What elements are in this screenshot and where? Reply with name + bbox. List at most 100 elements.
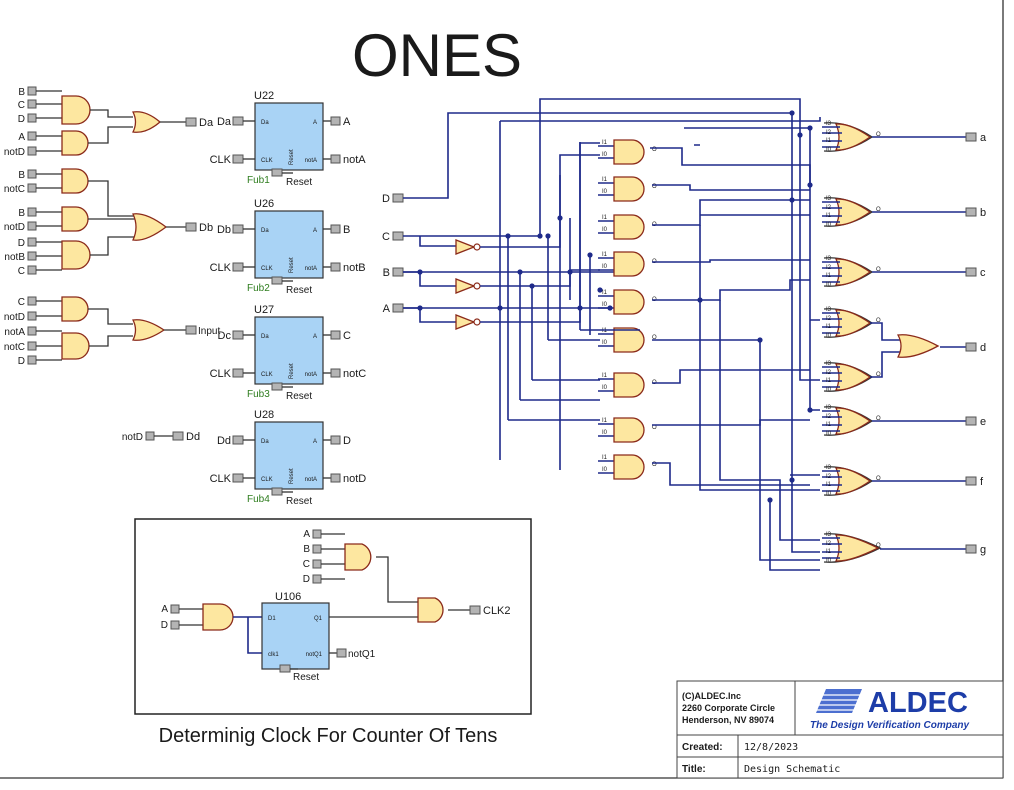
ff-notq-output-pin[interactable] <box>330 154 341 164</box>
input-pin-notc[interactable] <box>27 341 37 351</box>
ff-d-input-pin[interactable] <box>232 435 244 445</box>
clock2-input-pin-d[interactable] <box>170 620 180 630</box>
input-pin-d[interactable] <box>27 355 37 365</box>
flip-flop-body[interactable] <box>254 316 324 385</box>
segment-output-pin-g[interactable] <box>965 544 977 554</box>
input-pin-notd[interactable] <box>27 221 37 231</box>
and-gate[interactable] <box>61 206 89 232</box>
input-pin-notc[interactable] <box>27 183 37 193</box>
output-pin-da[interactable] <box>185 117 197 127</box>
ff-q-output-pin[interactable] <box>330 330 341 340</box>
and-gate[interactable] <box>613 454 645 480</box>
segment-output-pin-d[interactable] <box>965 342 977 352</box>
ff-d-input-pin[interactable] <box>232 330 244 340</box>
and-gate[interactable] <box>613 176 645 202</box>
ff-notq-output-pin[interactable] <box>330 262 341 272</box>
or-gate[interactable] <box>835 407 872 435</box>
notq1-pin[interactable] <box>336 648 347 658</box>
and-gate[interactable] <box>61 296 89 322</box>
and-gate[interactable] <box>61 168 89 194</box>
flip-flop-body[interactable] <box>254 102 324 171</box>
or-gate[interactable] <box>132 111 161 133</box>
or-gate[interactable] <box>132 319 166 341</box>
segment-output-pin-b[interactable] <box>965 207 977 217</box>
and-gate[interactable] <box>417 597 444 623</box>
or-gate[interactable] <box>132 213 168 241</box>
ff-reset-pin[interactable] <box>271 382 283 391</box>
decoder-input-pin-d[interactable] <box>392 193 404 203</box>
and-gate[interactable] <box>613 417 645 443</box>
and-gate[interactable] <box>613 139 645 165</box>
ff-q-output-pin[interactable] <box>330 116 341 126</box>
and-gate[interactable] <box>61 130 89 156</box>
or-gate[interactable] <box>835 198 872 226</box>
flip-flop-u106[interactable] <box>261 602 330 670</box>
ff-reset-pin[interactable] <box>271 487 283 496</box>
and-gate[interactable] <box>613 214 645 240</box>
not-gate[interactable] <box>455 278 476 294</box>
flip-flop-body[interactable] <box>254 210 324 279</box>
and-gate[interactable] <box>61 95 91 125</box>
or-gate[interactable] <box>896 334 940 358</box>
and-gate[interactable] <box>61 332 90 360</box>
clock-input-pin-d[interactable] <box>312 574 322 584</box>
and-gate[interactable] <box>202 603 234 631</box>
clock-input-pin-a[interactable] <box>312 529 322 539</box>
and-gate[interactable] <box>61 240 91 270</box>
input-pin-b[interactable] <box>27 207 37 217</box>
ff-d-input-pin[interactable] <box>232 116 244 126</box>
segment-output-pin-c[interactable] <box>965 267 977 277</box>
input-pin-c[interactable] <box>27 296 37 306</box>
ff-q-output-pin[interactable] <box>330 435 341 445</box>
and-gate[interactable] <box>344 543 372 571</box>
ff-reset-pin[interactable] <box>271 168 283 177</box>
clock-output-pin[interactable] <box>469 605 481 615</box>
output-pin-input[interactable] <box>185 325 197 335</box>
clock-input-pin-b[interactable] <box>312 544 322 554</box>
flip-flop-body[interactable] <box>254 421 324 490</box>
or-gate[interactable] <box>835 309 872 337</box>
segment-output-pin-a[interactable] <box>965 132 977 142</box>
or-gate[interactable] <box>835 123 872 151</box>
clock2-input-pin-a[interactable] <box>170 604 180 614</box>
or-gate[interactable] <box>835 534 880 562</box>
input-pin-b[interactable] <box>27 169 37 179</box>
segment-output-pin-e[interactable] <box>965 416 977 426</box>
ff-notq-output-pin[interactable] <box>330 368 341 378</box>
and-gate[interactable] <box>613 289 645 315</box>
ff-clk-input-pin[interactable] <box>232 262 244 272</box>
clock-input-pin-c[interactable] <box>312 559 322 569</box>
output-pin-db[interactable] <box>185 222 197 232</box>
or-gate[interactable] <box>835 258 872 286</box>
ff-reset-pin[interactable] <box>271 276 283 285</box>
input-pin-notb[interactable] <box>27 251 37 261</box>
input-pin-c[interactable] <box>27 99 37 109</box>
ff-clk-input-pin[interactable] <box>232 368 244 378</box>
not-gate[interactable] <box>455 239 476 255</box>
ff-notq-output-pin[interactable] <box>330 473 341 483</box>
ff-clk-input-pin[interactable] <box>232 154 244 164</box>
decoder-input-pin-a[interactable] <box>392 303 404 313</box>
ff-clk-input-pin[interactable] <box>232 473 244 483</box>
ff-q-output-pin[interactable] <box>330 224 341 234</box>
input-pin-notd[interactable] <box>27 146 37 156</box>
and-gate[interactable] <box>613 251 645 277</box>
decoder-input-pin-b[interactable] <box>392 267 404 277</box>
reset-pin[interactable] <box>279 664 291 673</box>
input-pin-a[interactable] <box>27 131 37 141</box>
and-gate[interactable] <box>613 327 645 353</box>
input-pin-notd[interactable] <box>27 311 37 321</box>
output-pin-dd[interactable] <box>172 431 184 441</box>
segment-output-pin-f[interactable] <box>965 476 977 486</box>
input-pin-d[interactable] <box>27 237 37 247</box>
input-pin-c[interactable] <box>27 265 37 275</box>
input-pin-nota[interactable] <box>27 326 37 336</box>
and-gate[interactable] <box>613 372 645 398</box>
decoder-input-pin-c[interactable] <box>392 231 404 241</box>
input-pin-notd[interactable] <box>145 431 155 441</box>
ff-d-input-pin[interactable] <box>232 224 244 234</box>
or-gate[interactable] <box>835 363 872 391</box>
input-pin-d[interactable] <box>27 113 37 123</box>
not-gate[interactable] <box>455 314 476 330</box>
or-gate[interactable] <box>835 467 872 495</box>
